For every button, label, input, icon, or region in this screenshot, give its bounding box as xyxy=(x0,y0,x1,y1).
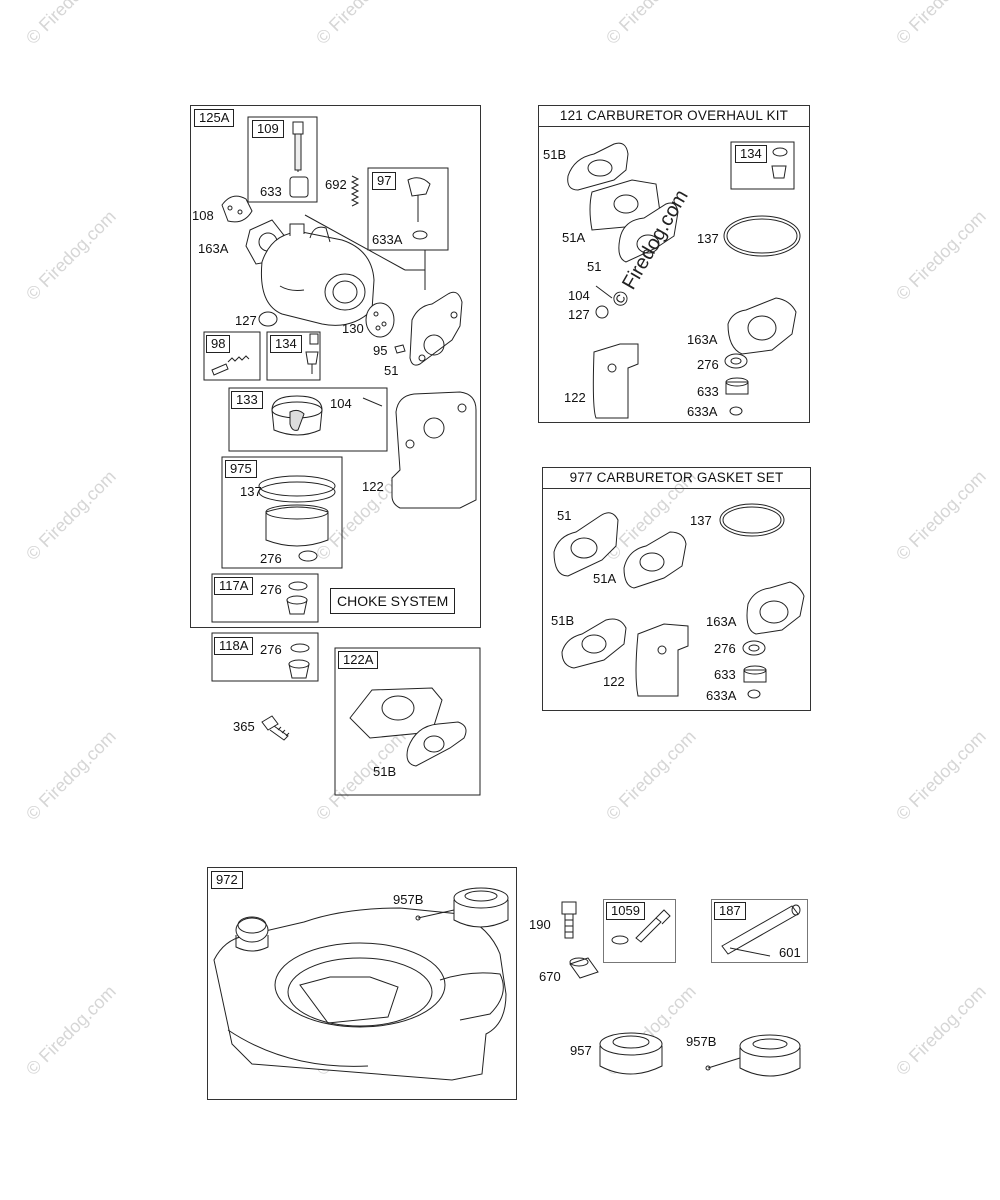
part-label-95: 95 xyxy=(373,343,388,358)
part-label-163A: 163A xyxy=(198,241,229,256)
carburetor-assembly-panel: 125A xyxy=(190,105,481,628)
choke-system-label: CHOKE SYSTEM xyxy=(330,588,456,614)
part-label-104: 104 xyxy=(330,396,352,411)
part-label-122: 122 xyxy=(362,479,384,494)
part-label-633A: 633A xyxy=(706,688,737,703)
part-label-633: 633 xyxy=(714,667,736,682)
part-label-692: 692 xyxy=(325,177,347,192)
part-tag-134: 134 xyxy=(735,145,767,163)
gasket-set-panel: 977 CARBURETOR GASKET SET xyxy=(542,467,811,711)
part-label-633: 633 xyxy=(697,384,719,399)
part-tag-972: 972 xyxy=(211,871,243,889)
part-label-633A: 633A xyxy=(687,404,718,419)
part-label-957: 957 xyxy=(570,1043,592,1058)
part-label-633: 633 xyxy=(260,184,282,199)
part-tag-98: 98 xyxy=(206,335,231,353)
part-label-51: 51 xyxy=(384,363,399,378)
part-label-108: 108 xyxy=(192,208,214,223)
part-label-104: 104 xyxy=(568,288,590,303)
part-tag-1059: 1059 xyxy=(606,902,645,920)
part-label-137: 137 xyxy=(690,513,712,528)
part-tag-122A: 122A xyxy=(338,651,379,669)
part-label-137: 137 xyxy=(697,231,719,246)
part-label-127: 127 xyxy=(235,313,257,328)
part-label-276: 276 xyxy=(714,641,736,656)
part-label-130: 130 xyxy=(342,321,364,336)
part-label-633A: 633A xyxy=(372,232,403,247)
overhaul-kit-title: 121 CARBURETOR OVERHAUL KIT xyxy=(539,106,809,127)
part-label-276: 276 xyxy=(260,551,282,566)
part-label-957B: 957B xyxy=(393,892,424,907)
part-label-122: 122 xyxy=(603,674,625,689)
part-tag-118A: 118A xyxy=(214,637,254,655)
part-label-137: 137 xyxy=(240,484,262,499)
part-label-190: 190 xyxy=(529,917,551,932)
part-tag-187: 187 xyxy=(714,902,746,920)
part-label-163A: 163A xyxy=(706,614,737,629)
part-label-51A: 51A xyxy=(593,571,617,586)
part-tag-97: 97 xyxy=(372,172,397,190)
part-label-276: 276 xyxy=(260,642,282,657)
part-tag-975: 975 xyxy=(225,460,257,478)
part-label-51: 51 xyxy=(587,259,602,274)
part-label-51: 51 xyxy=(557,508,572,523)
part-tag-125A: 125A xyxy=(194,109,235,127)
part-label-163A: 163A xyxy=(687,332,718,347)
part-tag-133: 133 xyxy=(231,391,263,409)
part-label-601: 601 xyxy=(779,945,801,960)
part-label-276: 276 xyxy=(697,357,719,372)
part-label-365: 365 xyxy=(233,719,255,734)
part-label-957B: 957B xyxy=(686,1034,717,1049)
part-label-51B: 51B xyxy=(543,147,567,162)
part-box-187: 187 xyxy=(711,899,808,963)
part-label-51B: 51B xyxy=(551,613,575,628)
part-label-670: 670 xyxy=(539,969,561,984)
fuel-tank-panel: 972 xyxy=(207,867,517,1100)
part-label-51A: 51A xyxy=(562,230,586,245)
gasket-set-title: 977 CARBURETOR GASKET SET xyxy=(543,468,810,489)
part-tag-117A: 117A xyxy=(214,577,254,595)
part-label-51B: 51B xyxy=(373,764,397,779)
part-tag-134: 134 xyxy=(270,335,302,353)
part-label-122: 122 xyxy=(564,390,586,405)
part-tag-109: 109 xyxy=(252,120,284,138)
overhaul-kit-panel: 121 CARBURETOR OVERHAUL KIT xyxy=(538,105,810,423)
part-box-1059: 1059 xyxy=(603,899,676,963)
part-label-127: 127 xyxy=(568,307,590,322)
part-label-276: 276 xyxy=(260,582,282,597)
